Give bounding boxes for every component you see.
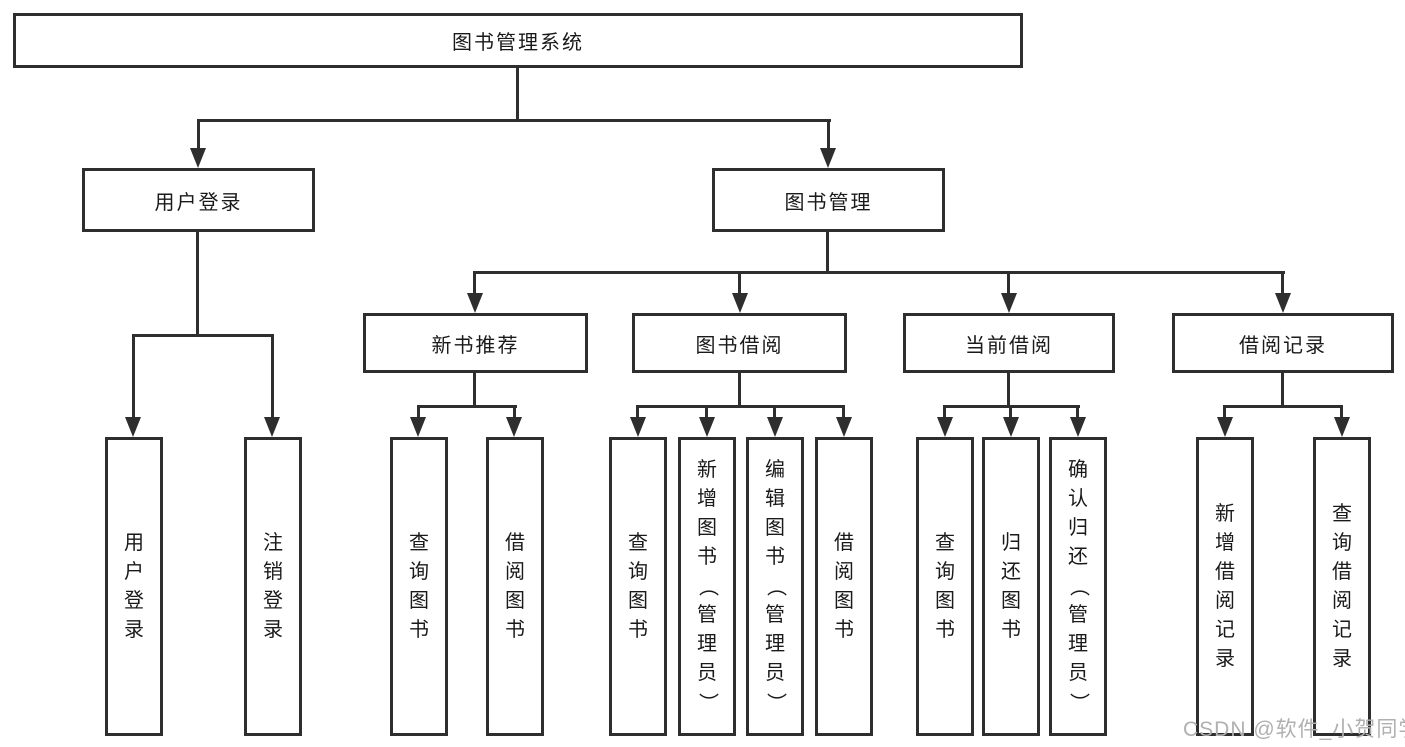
arrowhead-icon [732, 293, 748, 313]
node-user-login: 用户登录 [82, 168, 315, 232]
arrowhead-icon [820, 148, 836, 168]
connector-line [271, 337, 274, 417]
arrowhead-icon [1001, 293, 1017, 313]
arrowhead-icon [1070, 417, 1086, 437]
arrowhead-icon [410, 417, 426, 437]
leaf-borrow-books-recommend: 借阅图书 [486, 437, 544, 736]
arrowhead-icon [699, 417, 715, 437]
connector-line [1281, 373, 1284, 408]
connector-line [1076, 408, 1079, 417]
connector-line [196, 232, 199, 337]
leaf-confirm-return-admin: 确认归还（管理员） [1049, 437, 1107, 736]
leaf-logout-login: 注销登录 [244, 437, 302, 736]
connector-line [197, 119, 831, 122]
leaf-borrow-books: 借阅图书 [815, 437, 873, 736]
leaf-return-books: 归还图书 [982, 437, 1040, 736]
leaf-query-books-recommend: 查询图书 [390, 437, 448, 736]
csdn-watermark: CSDN @软件_小贺同学 [1183, 718, 1405, 741]
node-label: 借阅记录 [1239, 334, 1327, 357]
arrowhead-icon [1003, 417, 1019, 437]
connector-line [132, 337, 135, 417]
connector-line [827, 122, 830, 148]
connector-line [516, 68, 519, 122]
arrowhead-icon [264, 417, 280, 437]
arrowhead-icon [506, 417, 522, 437]
arrowhead-icon [630, 417, 646, 437]
connector-line [197, 122, 200, 148]
arrowhead-icon [467, 293, 483, 313]
connector-line [417, 405, 517, 408]
connector-line [1007, 274, 1010, 293]
leaf-add-books-admin: 新增图书（管理员） [678, 437, 736, 736]
arrowhead-icon [767, 417, 783, 437]
connector-line [943, 408, 946, 417]
node-label: 用户登录 [154, 191, 243, 214]
node-label: 图书管理系统 [452, 32, 584, 54]
node-borrowing-records: 借阅记录 [1172, 313, 1394, 373]
connector-line [1281, 274, 1284, 293]
connector-line [473, 373, 476, 408]
arrowhead-icon [125, 417, 141, 437]
connector-line [636, 408, 639, 417]
connector-line [513, 408, 516, 417]
connector-line [842, 408, 845, 417]
connector-line [1009, 408, 1012, 417]
node-current-borrowing: 当前借阅 [903, 313, 1115, 373]
node-label: 当前借阅 [965, 334, 1053, 357]
node-label: 新书推荐 [431, 334, 520, 357]
leaf-edit-books-admin: 编辑图书（管理员） [746, 437, 804, 736]
connector-line [417, 408, 420, 417]
connector-line [1340, 408, 1343, 417]
node-label: 图书管理 [784, 191, 873, 214]
node-book-borrowing: 图书借阅 [632, 313, 847, 373]
connector-line [132, 334, 274, 337]
node-library-system: 图书管理系统 [13, 13, 1023, 68]
leaf-query-books-borrow: 查询图书 [609, 437, 667, 736]
connector-line [473, 271, 1285, 274]
node-book-management: 图书管理 [712, 168, 945, 232]
arrowhead-icon [1275, 293, 1291, 313]
connector-line [826, 232, 829, 274]
connector-line [1007, 373, 1010, 408]
leaf-add-borrow-record: 新增借阅记录 [1196, 437, 1254, 736]
node-new-book-recommendation: 新书推荐 [363, 313, 588, 373]
connector-line [738, 274, 741, 293]
connector-line [773, 408, 776, 417]
connector-line [738, 373, 741, 408]
connector-line [1223, 408, 1226, 417]
connector-line [636, 405, 845, 408]
node-label: 图书借阅 [695, 334, 784, 357]
arrowhead-icon [1334, 417, 1350, 437]
arrowhead-icon [836, 417, 852, 437]
arrowhead-icon [1217, 417, 1233, 437]
leaf-user-login: 用户登录 [105, 437, 163, 736]
arrowhead-icon [937, 417, 953, 437]
connector-line [705, 408, 708, 417]
connector-line [943, 405, 1080, 408]
leaf-query-books-current: 查询图书 [916, 437, 974, 736]
leaf-query-borrow-record: 查询借阅记录 [1313, 437, 1371, 736]
connector-line [1223, 405, 1343, 408]
arrowhead-icon [190, 148, 206, 168]
connector-line [473, 274, 476, 293]
